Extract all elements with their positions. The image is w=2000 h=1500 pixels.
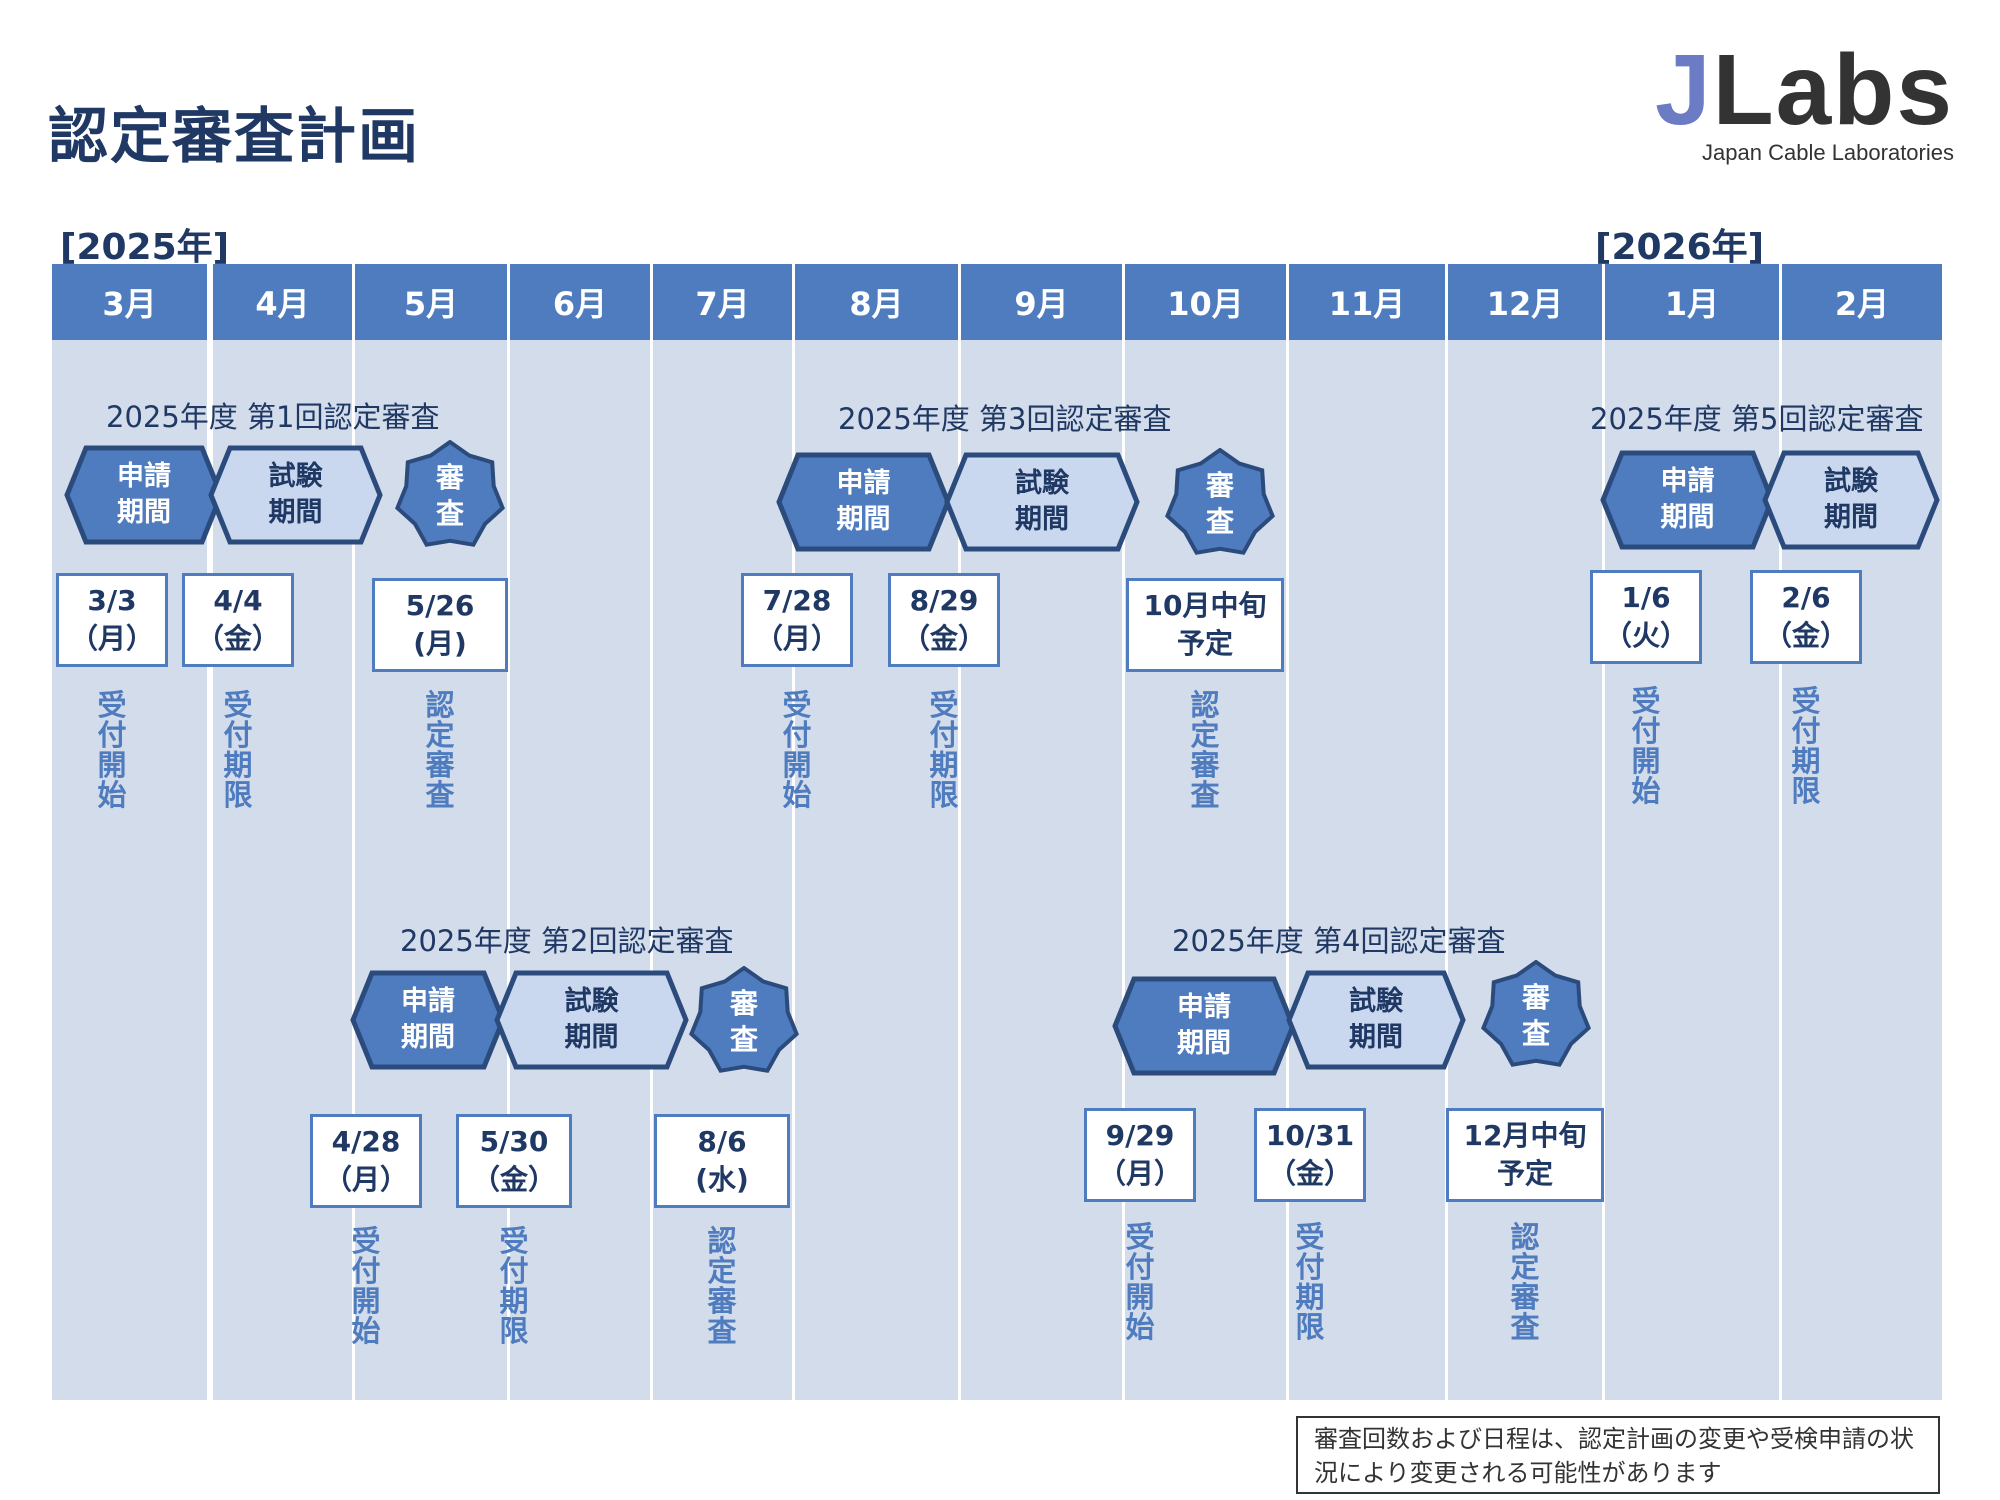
event-3-date-label-3: 認定審査 — [1190, 688, 1220, 812]
event-4-date-box-1: 9/29（月） — [1084, 1108, 1196, 1202]
event-4-date-box-3: 12月中旬予定 — [1446, 1108, 1604, 1202]
schedule-note: 審査回数および日程は、認定計画の変更や受検申請の状況により変更される可能性があり… — [1296, 1416, 1940, 1494]
event-5-date-label-1: 受付開始 — [1631, 684, 1661, 808]
event-5-test-period: 試験期間 — [1762, 450, 1940, 550]
event-2-date-label-3: 認定審査 — [707, 1224, 737, 1348]
event-1-date-label-3: 認定審査 — [425, 688, 455, 812]
month-column — [510, 340, 650, 1400]
event-2-date-box-2: 5/30（金） — [456, 1114, 572, 1208]
page-title: 認定審査計画 — [48, 102, 420, 172]
month-column — [1289, 340, 1445, 1400]
event-3-review-marker: 審査 — [1164, 448, 1276, 560]
event-4-application-period: 申請期間 — [1112, 976, 1296, 1076]
event-4-date-label-3: 認定審査 — [1510, 1220, 1540, 1344]
event-2-date-box-3: 8/6(水) — [654, 1114, 790, 1208]
jlabs-logo: JLabs Japan Cable Laboratories — [1655, 40, 1970, 170]
month-header-3: 5月 — [355, 264, 507, 340]
month-header-7: 9月 — [961, 264, 1122, 340]
event-4-title: 2025年度 第4回認定審査 — [1172, 924, 1506, 958]
month-header-6: 8月 — [795, 264, 958, 340]
event-1-date-box-3: 5/26(月) — [372, 578, 508, 672]
event-5-application-period: 申請期間 — [1600, 450, 1775, 550]
event-1-date-box-2: 4/4（金） — [182, 573, 294, 667]
event-2-date-label-1: 受付開始 — [351, 1224, 381, 1348]
event-2-test-period: 試験期間 — [494, 970, 689, 1070]
event-5-date-box-2: 2/6（金） — [1750, 570, 1862, 664]
month-header-11: 1月 — [1605, 264, 1779, 340]
event-2-title: 2025年度 第2回認定審査 — [400, 924, 734, 958]
event-5-date-label-2: 受付期限 — [1791, 684, 1821, 808]
event-3-date-label-2: 受付期限 — [929, 688, 959, 812]
event-4-date-box-2: 10/31（金） — [1254, 1108, 1366, 1202]
event-1-test-period: 試験期間 — [208, 445, 383, 545]
month-column — [653, 340, 792, 1400]
event-2-date-box-1: 4/28（月） — [310, 1114, 422, 1208]
logo-subtitle: Japan Cable Laboratories — [1702, 140, 1954, 165]
event-3-application-period: 申請期間 — [776, 452, 951, 552]
logo-wordmark: JLabs — [1654, 34, 1954, 146]
month-header-5: 7月 — [653, 264, 792, 340]
event-5-title: 2025年度 第5回認定審査 — [1590, 402, 1924, 436]
month-column — [1448, 340, 1602, 1400]
month-header-8: 10月 — [1125, 264, 1286, 340]
event-3-date-box-3: 10月中旬予定 — [1126, 578, 1284, 672]
event-4-date-label-2: 受付期限 — [1295, 1220, 1325, 1344]
event-1-application-period: 申請期間 — [64, 445, 224, 545]
event-2-application-period: 申請期間 — [350, 970, 506, 1070]
month-header-1: 3月 — [52, 264, 207, 340]
event-1-title: 2025年度 第1回認定審査 — [106, 400, 440, 434]
month-header-9: 11月 — [1289, 264, 1445, 340]
event-3-test-period: 試験期間 — [944, 452, 1140, 552]
year-label-2026: [2026年] — [1595, 227, 1765, 268]
event-3-date-box-2: 8/29（金） — [888, 573, 1000, 667]
event-5-date-box-1: 1/6（火） — [1590, 570, 1702, 664]
month-header-2: 4月 — [213, 264, 352, 340]
event-3-title: 2025年度 第3回認定審査 — [838, 402, 1172, 436]
year-label-2025: [2025年] — [60, 227, 230, 268]
event-3-date-label-1: 受付開始 — [782, 688, 812, 812]
month-header-12: 2月 — [1782, 264, 1942, 340]
month-header-10: 12月 — [1448, 264, 1602, 340]
event-2-review-marker: 審査 — [688, 966, 800, 1078]
event-3-date-box-1: 7/28（月） — [741, 573, 853, 667]
event-1-review-marker: 審査 — [394, 440, 506, 552]
event-4-review-marker: 審査 — [1480, 960, 1592, 1072]
event-4-test-period: 試験期間 — [1286, 970, 1466, 1070]
event-1-date-label-2: 受付期限 — [223, 688, 253, 812]
event-1-date-box-1: 3/3（月） — [56, 573, 168, 667]
event-4-date-label-1: 受付開始 — [1125, 1220, 1155, 1344]
event-2-date-label-2: 受付期限 — [499, 1224, 529, 1348]
event-1-date-label-1: 受付開始 — [97, 688, 127, 812]
month-header-4: 6月 — [510, 264, 650, 340]
